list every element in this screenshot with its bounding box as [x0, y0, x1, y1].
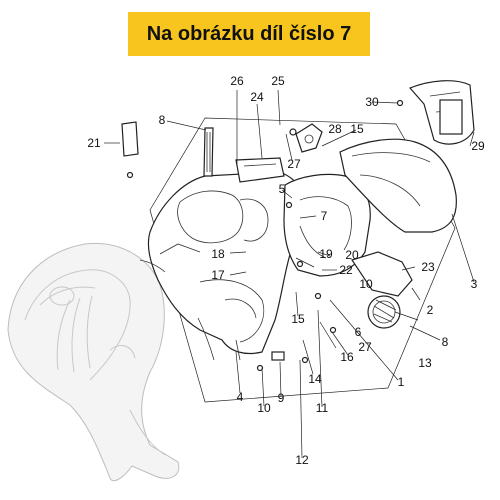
- callout-28: 28: [328, 122, 342, 136]
- callout-17: 17: [211, 268, 225, 282]
- callout-4: 4: [237, 390, 244, 404]
- callout-16: 16: [340, 350, 354, 364]
- callout-7: 7: [321, 209, 328, 223]
- callout-26: 26: [230, 74, 244, 88]
- callout-20: 20: [345, 248, 359, 262]
- hose-part: [139, 259, 241, 361]
- vent-grille-part: [367, 295, 401, 329]
- callout-21: 21: [87, 136, 101, 150]
- callout-5: 5: [279, 182, 286, 196]
- callout-6: 6: [355, 325, 362, 339]
- callout-8-right: 8: [442, 335, 449, 349]
- callout-19: 19: [319, 247, 333, 261]
- callout-3: 3: [471, 277, 478, 291]
- compartment-lid-part: [235, 157, 285, 183]
- right-side-panel: [339, 138, 457, 233]
- callout-13: 13: [418, 356, 432, 370]
- lock-bracket-part: [295, 123, 323, 153]
- callout-15-bottom: 15: [291, 312, 305, 326]
- rubber-pad-part: [121, 121, 139, 157]
- banner-title: Na obrázku díl číslo 7: [146, 22, 352, 45]
- callout-15-top: 15: [350, 122, 364, 136]
- hook-bracket-part: [408, 80, 475, 145]
- front-shield-ghost: [7, 242, 180, 482]
- leader-lines: [104, 89, 475, 459]
- callout-2: 2: [427, 303, 434, 317]
- callout-29: 29: [471, 139, 485, 153]
- callout-27-bottom: 27: [358, 340, 372, 354]
- callout-14: 14: [308, 372, 322, 386]
- fasteners: [126, 99, 404, 372]
- leg-shield-rear-panel: [147, 171, 308, 355]
- glovebox-cover-part: [283, 173, 413, 297]
- callout-22: 22: [339, 263, 353, 277]
- callout-8-left: 8: [159, 113, 166, 127]
- callout-27-top: 27: [287, 157, 301, 171]
- callout-23: 23: [421, 260, 435, 274]
- trim-strip-part: [203, 127, 214, 177]
- callout-18: 18: [211, 247, 225, 261]
- callout-10-right: 10: [359, 277, 373, 291]
- callout-11: 11: [316, 401, 329, 415]
- callout-labels: 21 8 26 24 25 30 29 28 15 27 5 7 18 17 1…: [87, 74, 485, 467]
- callout-24: 24: [250, 90, 264, 104]
- callout-1: 1: [398, 375, 405, 389]
- callout-10-bottom: 10: [257, 401, 271, 415]
- callout-12: 12: [295, 453, 309, 467]
- callout-9: 9: [278, 391, 285, 405]
- callout-25: 25: [271, 74, 285, 88]
- title-banner: Na obrázku díl číslo 7: [128, 12, 370, 56]
- callout-30: 30: [365, 95, 379, 109]
